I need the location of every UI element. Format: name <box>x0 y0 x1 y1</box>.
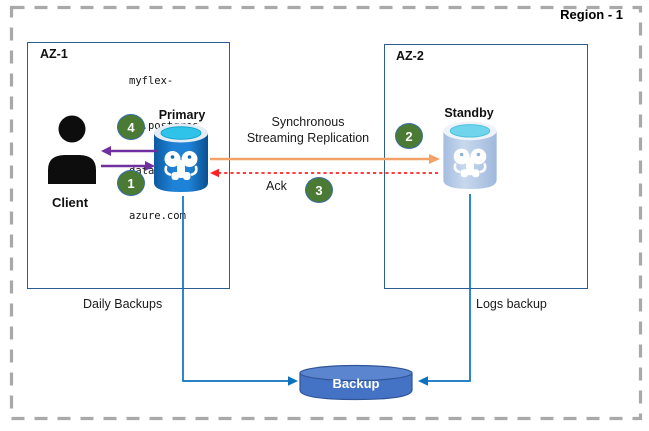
step-badge-4: 4 <box>117 114 145 140</box>
replication-label-line1: Synchronous <box>271 115 345 129</box>
step-badge-3: 3 <box>305 177 333 203</box>
replication-label: Synchronous Streaming Replication <box>232 114 384 146</box>
logs-backup-label: Logs backup <box>476 297 547 311</box>
step-badge-2: 2 <box>395 123 423 149</box>
backup-label: Backup <box>332 376 380 391</box>
ack-label: Ack <box>266 179 287 193</box>
daily-backups-label: Daily Backups <box>83 297 163 311</box>
postgres-primary-icon <box>154 123 208 192</box>
step-badge-1: 1 <box>117 170 145 196</box>
postgres-standby-icon <box>443 121 497 190</box>
replication-label-line2: Streaming Replication <box>246 131 370 145</box>
client-icon <box>48 115 96 184</box>
region-label: Region - 1 <box>560 7 623 22</box>
